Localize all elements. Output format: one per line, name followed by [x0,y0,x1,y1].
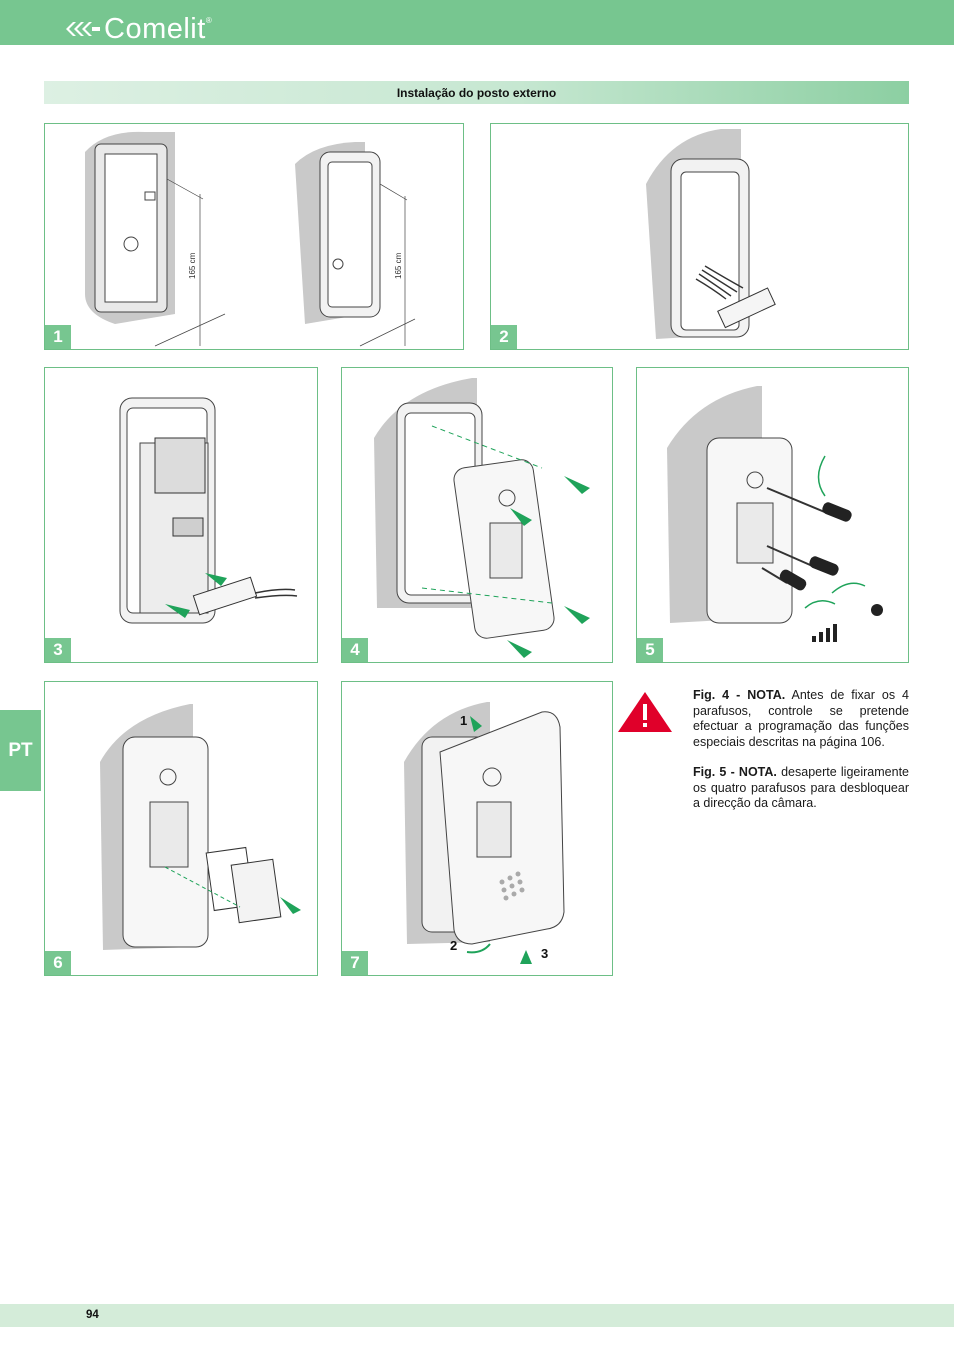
figure-3-drawing [119,397,298,624]
note-figure-4-text: Antes de fixar os 4 parafusos, controle … [693,688,909,749]
note-figure-4: Fig. 4 - NOTA. Antes de fixar os 4 paraf… [693,688,909,750]
figure-1-drawing: 165 cm 165 cm [85,131,416,347]
figure-6-drawing [100,704,301,950]
note-figure-5-text: desaperte ligeiramente os quatro parafus… [693,765,909,810]
figure-7-step-1: 1 [460,713,467,728]
figure-2-number: 2 [491,325,517,349]
figure-5-drawing [667,386,883,642]
figure-3-panel: 3 [44,367,318,663]
language-tab-label: PT [8,739,33,761]
comelit-logo: Comelit ® [66,14,212,44]
figure-2-drawing [646,129,776,339]
page-header: Comelit ® [0,0,954,45]
figure-1-number: 1 [45,325,71,349]
figure-7-step-2: 2 [450,938,457,953]
registered-mark: ® [205,15,212,25]
figure-7-drawing: 1 2 3 [404,702,565,964]
section-bar: Instalação do posto externo [44,81,909,104]
figure-3-number: 3 [45,638,71,662]
note-figure-4-label: Fig. 4 - NOTA. [693,688,786,702]
figure-6-panel: 6 [44,681,318,976]
section-title: Instalação do posto externo [396,85,557,100]
figure-4-drawing [374,378,590,658]
figure-1-panel: 165 cm 165 cm 1 [44,123,464,350]
notes: Fig. 4 - NOTA. Antes de fixar os 4 paraf… [693,688,909,827]
page-footer [0,1304,954,1327]
language-tab: PT [0,710,41,791]
figure-7-panel: 1 2 3 7 [341,681,613,976]
figure-5-number: 5 [637,638,663,662]
comelit-logo-icon [66,22,100,36]
figure-4-number: 4 [342,638,368,662]
page-number: 94 [86,1309,99,1321]
figure-5-panel: 5 [636,367,909,663]
figure-7-step-3: 3 [541,946,548,961]
figure-1-dimension-b: 165 cm [394,252,403,279]
note-figure-5: Fig. 5 - NOTA. desaperte ligeiramente os… [693,765,909,812]
figure-6-number: 6 [45,951,71,975]
figure-1-dimension-a: 165 cm [188,252,197,279]
figure-4-panel: 4 [341,367,613,663]
figure-2-panel: 2 [490,123,909,350]
figure-7-number: 7 [342,951,368,975]
warning-icon [618,692,672,732]
brand-name: Comelit [104,13,206,45]
note-figure-5-label: Fig. 5 - NOTA. [693,765,777,779]
